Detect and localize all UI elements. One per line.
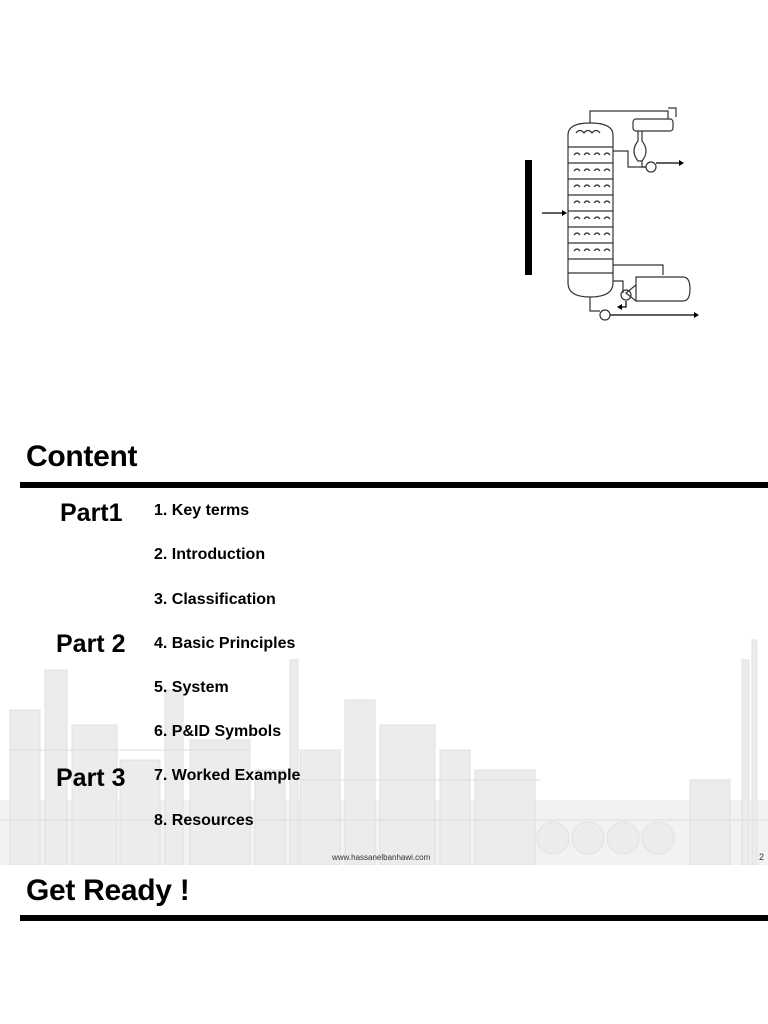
get-ready-title: Get Ready !	[26, 874, 190, 907]
top-slide	[0, 0, 768, 420]
content-slide: Content Part1 Part 2 Part 3 1. Key terms…	[0, 420, 768, 865]
part-2-label: Part 2	[56, 630, 126, 658]
part-3-label: Part 3	[56, 764, 126, 792]
footer-url: www.hassanelbanhawi.com	[332, 853, 431, 862]
refinery-background-illustration	[0, 639, 768, 865]
title-divider	[20, 482, 768, 488]
list-item: 2. Introduction	[154, 546, 266, 563]
list-item: 4. Basic Principles	[154, 635, 296, 652]
list-item: 7. Worked Example	[154, 767, 301, 784]
list-item: 6. P&ID Symbols	[154, 723, 282, 740]
list-item: 3. Classification	[154, 591, 276, 608]
title-divider	[20, 915, 768, 921]
list-item: 8. Resources	[154, 812, 254, 829]
page-number: 2	[759, 852, 765, 862]
distillation-column-illustration	[542, 107, 699, 321]
vertical-bar	[525, 160, 532, 275]
part-1-label: Part1	[60, 499, 123, 527]
list-item: 1. Key terms	[154, 502, 250, 519]
list-item: 5. System	[154, 679, 229, 696]
get-ready-slide: Get Ready !	[0, 865, 768, 1024]
content-title: Content	[26, 440, 138, 473]
